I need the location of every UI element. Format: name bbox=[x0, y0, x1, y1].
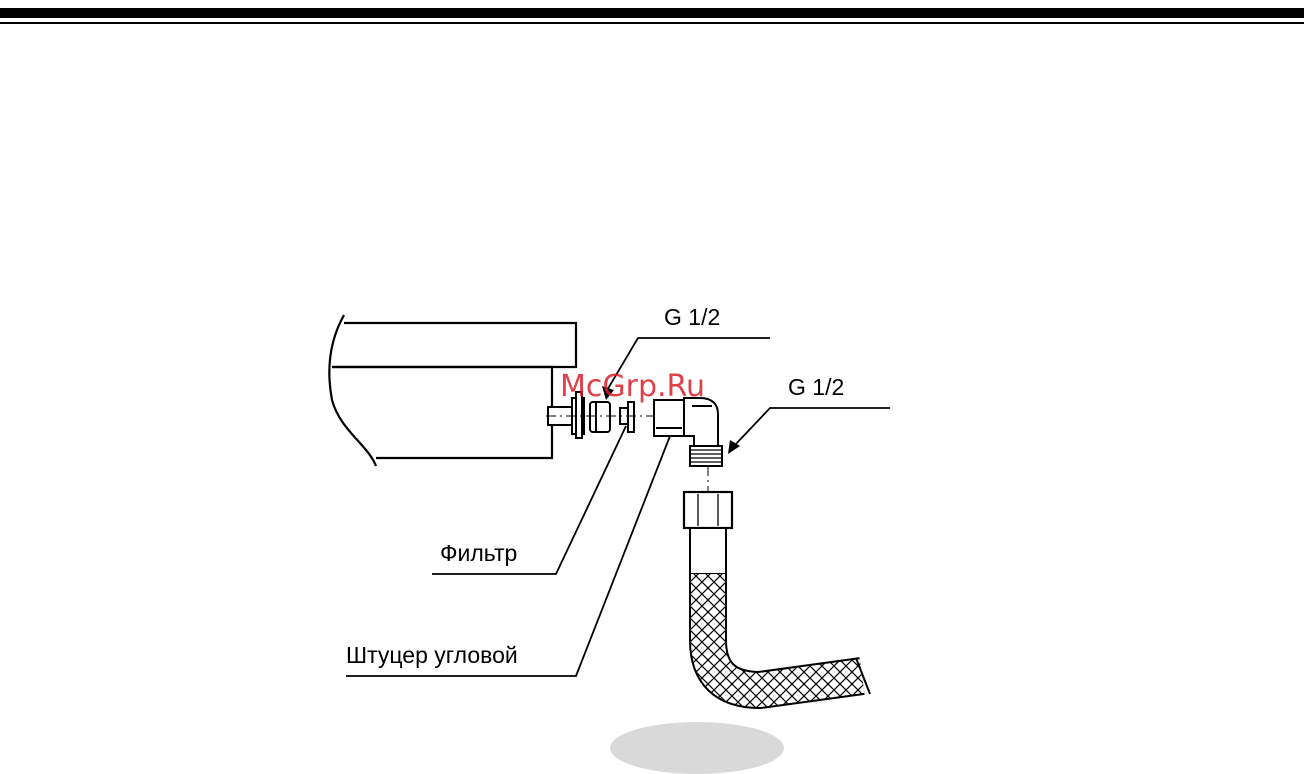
watermark-text: McGrp.Ru bbox=[560, 372, 705, 402]
label-thread-right: G 1/2 bbox=[788, 376, 844, 399]
filter-part bbox=[620, 402, 634, 432]
supply-hose bbox=[684, 466, 870, 694]
page-number-oval bbox=[610, 722, 784, 774]
angle-fitting bbox=[654, 398, 722, 466]
label-angle-fitting: Штуцер угловой bbox=[346, 644, 518, 667]
label-filter: Фильтр bbox=[440, 542, 517, 565]
appliance-body bbox=[329, 315, 576, 466]
label-thread-top: G 1/2 bbox=[664, 306, 720, 329]
